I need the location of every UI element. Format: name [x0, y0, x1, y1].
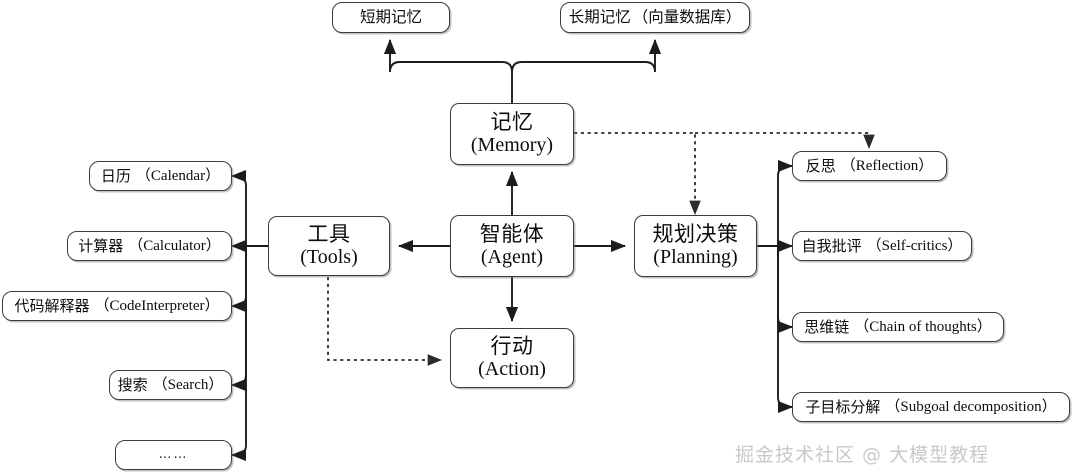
node-memory-en: (Memory): [470, 134, 554, 157]
node-long-term-memory-cn: 长期记忆: [568, 8, 631, 27]
node-agent-cn: 智能体: [479, 222, 545, 247]
wire-planning-to-subgoal: [777, 246, 794, 414]
wire-memory-to-planning-dotted: [574, 132, 701, 216]
node-action[interactable]: 行动 (Action): [450, 328, 574, 388]
node-tool-calculator[interactable]: 计算器 （Calculator）: [67, 231, 232, 261]
node-plan-reflection[interactable]: 反思 （Reflection）: [792, 151, 947, 181]
node-tool-calculator-cn: 计算器: [78, 236, 124, 255]
node-plan-reflection-en: （Reflection）: [840, 157, 934, 174]
node-tool-calendar-cn: 日历: [100, 166, 131, 185]
node-tool-codeinterpreter[interactable]: 代码解释器 （CodeInterpreter）: [2, 291, 232, 321]
wire-memory-to-longterm: [511, 38, 662, 73]
node-plan-subgoal-decomposition-en: （Subgoal decomposition）: [885, 398, 1057, 415]
wire-tools-to-calendar: [230, 169, 247, 247]
node-planning-en: (Planning): [653, 246, 738, 269]
node-short-term-memory[interactable]: 短期记忆: [332, 2, 450, 33]
node-memory-cn: 记忆: [490, 110, 534, 135]
node-tool-search[interactable]: 搜索 （Search）: [109, 370, 232, 400]
wire-memory-to-shortterm: [383, 38, 513, 73]
node-tool-search-cn: 搜索: [117, 375, 148, 394]
node-plan-chain-of-thoughts-en: （Chain of thoughts）: [854, 318, 992, 335]
node-tool-calendar-en: （Calendar）: [135, 167, 221, 184]
node-plan-chain-of-thoughts-cn: 思维链: [804, 317, 850, 336]
node-action-en: (Action): [478, 358, 546, 381]
node-tool-calendar[interactable]: 日历 （Calendar）: [89, 161, 232, 191]
node-plan-self-critics[interactable]: 自我批评 （Self-critics）: [792, 231, 972, 261]
node-planning-cn: 规划决策: [652, 222, 739, 247]
node-agent-en: (Agent): [480, 246, 544, 269]
node-long-term-memory-en: （向量数据库）: [632, 8, 742, 27]
node-plan-reflection-cn: 反思: [805, 156, 836, 175]
node-tool-codeinterpreter-cn: 代码解释器: [14, 296, 90, 315]
node-plan-chain-of-thoughts[interactable]: 思维链 （Chain of thoughts）: [792, 312, 1004, 342]
node-tools-en: (Tools): [300, 246, 358, 269]
node-plan-subgoal-decomposition-cn: 子目标分解: [805, 397, 881, 416]
wire-tools-to-more: [230, 246, 247, 462]
node-tools-cn: 工具: [307, 222, 351, 247]
wire-memory-to-reflection-dotted: [695, 132, 875, 150]
node-tool-search-en: （Search）: [152, 376, 224, 393]
node-plan-self-critics-en: （Self-critics）: [866, 237, 963, 254]
wire-tools-to-action-dotted: [327, 277, 443, 366]
node-tool-calculator-en: （Calculator）: [128, 237, 221, 254]
node-tools[interactable]: 工具 (Tools): [268, 216, 390, 276]
wire-planning-to-chainofthoughts: [777, 246, 794, 334]
node-memory[interactable]: 记忆 (Memory): [450, 103, 574, 165]
node-plan-subgoal-decomposition[interactable]: 子目标分解 （Subgoal decomposition）: [792, 392, 1070, 422]
wire-planning-to-reflection: [777, 159, 794, 246]
node-tool-more[interactable]: ……: [115, 440, 232, 470]
node-tool-codeinterpreter-en: （CodeInterpreter）: [94, 297, 220, 314]
node-short-term-memory-cn: 短期记忆: [359, 8, 422, 27]
node-tool-more-label: ……: [158, 446, 189, 462]
node-plan-self-critics-cn: 自我批评: [801, 236, 862, 255]
wire-tools-to-search: [230, 246, 247, 392]
wire-tools-to-codeinterpreter: [230, 246, 247, 313]
node-agent[interactable]: 智能体 (Agent): [450, 215, 574, 277]
watermark-text: 掘金技术社区 @ 大模型教程: [735, 444, 990, 466]
node-long-term-memory[interactable]: 长期记忆 （向量数据库）: [560, 2, 750, 33]
node-action-cn: 行动: [490, 334, 534, 359]
node-planning[interactable]: 规划决策 (Planning): [634, 215, 757, 277]
